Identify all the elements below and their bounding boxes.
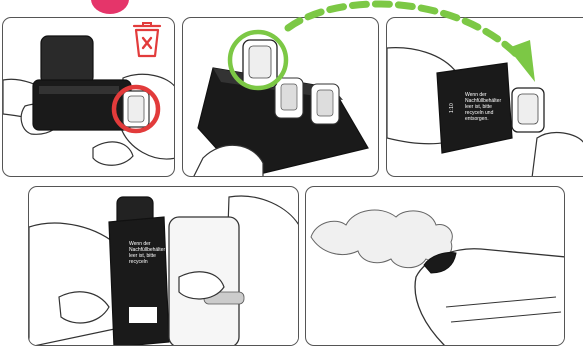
panel-remove-cartridge xyxy=(2,17,175,177)
side-code: 1:10 xyxy=(449,103,455,113)
panel-vape xyxy=(305,186,565,346)
panel-select-cartridge xyxy=(182,17,379,177)
panel-insert-cartridge: Wenn der Nachfüllbehälter leer ist, bitt… xyxy=(386,17,583,177)
label-line-5: entsorgen. xyxy=(465,116,489,122)
panel-attach-device: Wenn der Nachfüllbehälter leer ist, bitt… xyxy=(28,186,299,346)
step-marker xyxy=(91,0,129,14)
trash-icon xyxy=(134,23,160,56)
attach-label-4: recyceln xyxy=(129,259,148,265)
